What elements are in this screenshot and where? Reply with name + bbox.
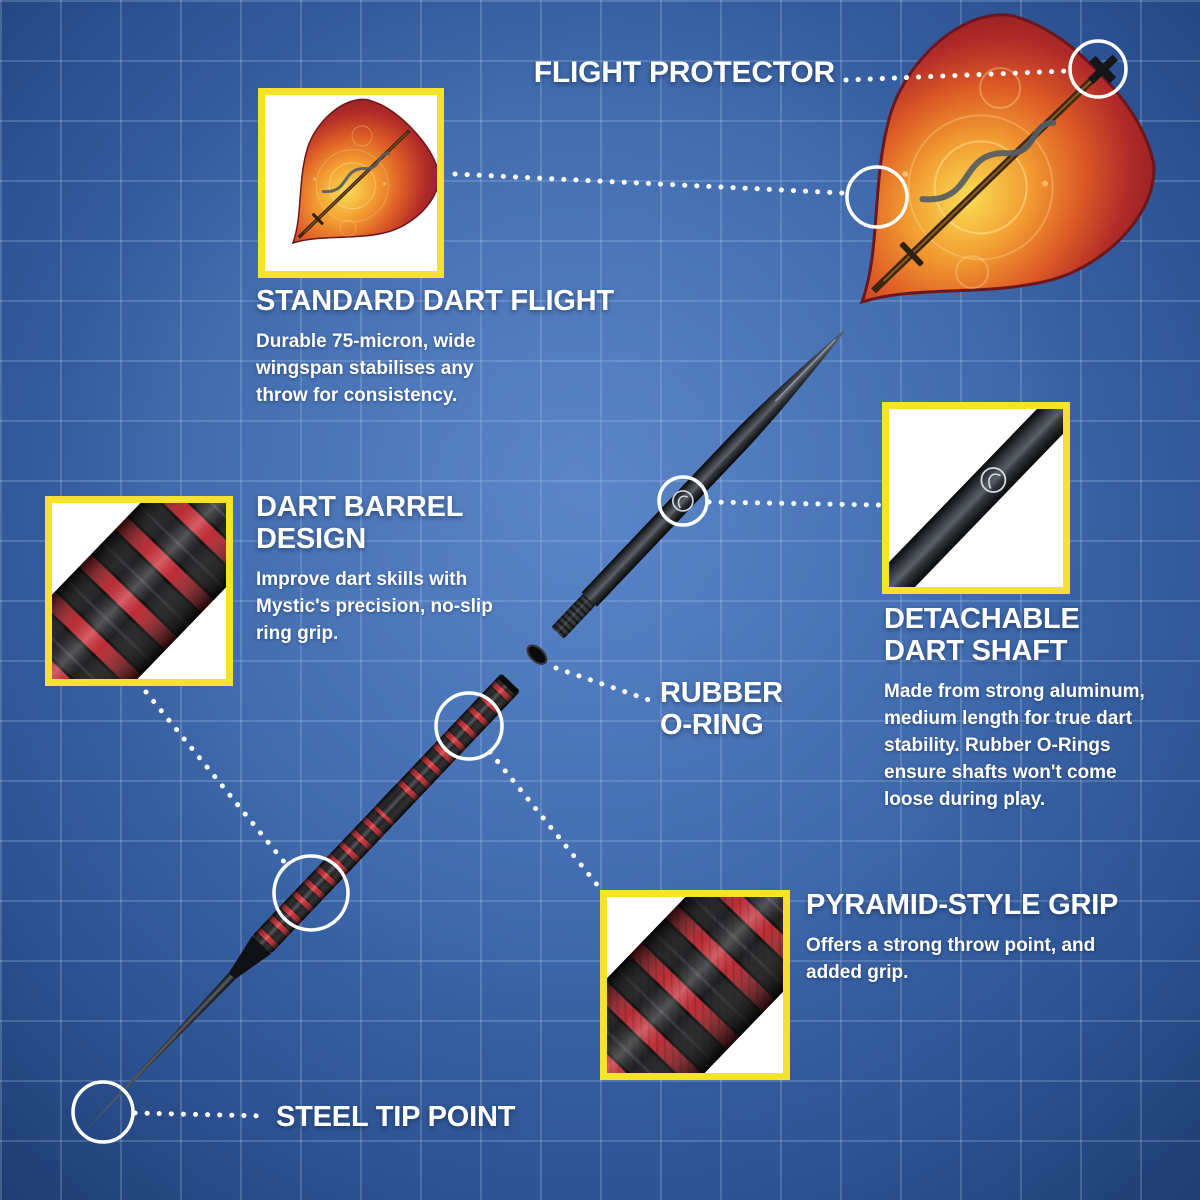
standard-flight-callout: STANDARD DART FLIGHT Durable 75-micron, … — [256, 285, 646, 410]
grip-callout: PYRAMID-STYLE GRIP Offers a strong throw… — [806, 889, 1146, 987]
connector-oring-label — [553, 665, 655, 704]
flight-protector-callout: FLIGHT PROTECTOR — [500, 56, 835, 89]
standard-flight-body: Durable 75-micron, wide wingspan stabili… — [256, 330, 476, 406]
barrel-design-callout: DART BARREL DESIGN Improve dart skills w… — [256, 491, 508, 648]
connector-barrelbox-to-barrel — [143, 689, 288, 866]
connector-flightbox-to-flight — [452, 171, 846, 196]
connector-tip-label — [132, 1110, 269, 1119]
flight-protector-cap — [1087, 54, 1118, 84]
grip-title: PYRAMID-STYLE GRIP — [806, 889, 1119, 921]
standard-flight-title: STANDARD DART FLIGHT — [256, 285, 614, 317]
callout-circle-grip — [434, 691, 504, 761]
rubber-oring-callout: RUBBER O-RING — [660, 677, 792, 742]
barrel-front-cone — [228, 935, 272, 980]
connector-shaft-to-shaftbox — [706, 499, 882, 508]
shaft-body: Made from strong aluminum, medium length… — [884, 680, 1145, 810]
connector-protector-label — [843, 68, 1069, 83]
shaft-logo-closeup-icon — [980, 467, 1007, 493]
rubber-o-ring — [526, 644, 548, 665]
shaft-logo-icon — [672, 490, 694, 512]
dart-shaft — [552, 329, 846, 638]
shaft-callout: DETACHABLE DART SHAFT Made from strong a… — [884, 603, 1166, 814]
grip-inset-box — [600, 890, 790, 1080]
steel-tip-callout: STEEL TIP POINT — [276, 1101, 516, 1134]
exploded-dart — [85, 329, 846, 1131]
steel-tip-point — [85, 972, 236, 1131]
shaft-inset-box — [882, 402, 1070, 594]
barrel-inset-box — [45, 496, 233, 686]
rubber-oring-label: RUBBER O-RING — [660, 677, 783, 741]
grip-body: Offers a strong throw point, and added g… — [806, 934, 1096, 983]
callout-circle-flight-protector — [1068, 39, 1128, 99]
callout-circle-flight — [845, 165, 909, 229]
flight-inset-box — [258, 88, 444, 278]
connector-grip-to-gripbox — [487, 749, 606, 895]
shaft-title: DETACHABLE DART SHAFT — [884, 603, 1080, 667]
flight-protector-label: FLIGHT PROTECTOR — [533, 56, 835, 89]
barrel-design-title: DART BARREL DESIGN — [256, 491, 463, 555]
dart-barrel — [253, 674, 519, 953]
grip-closeup-image — [607, 897, 783, 1073]
barrel-design-body: Improve dart skills with Mystic's precis… — [256, 568, 493, 644]
barrel-closeup-image — [52, 503, 226, 679]
steel-tip-label: STEEL TIP POINT — [276, 1101, 516, 1133]
shaft-closeup-image — [889, 409, 1063, 587]
callout-circle-barrel — [272, 854, 350, 932]
